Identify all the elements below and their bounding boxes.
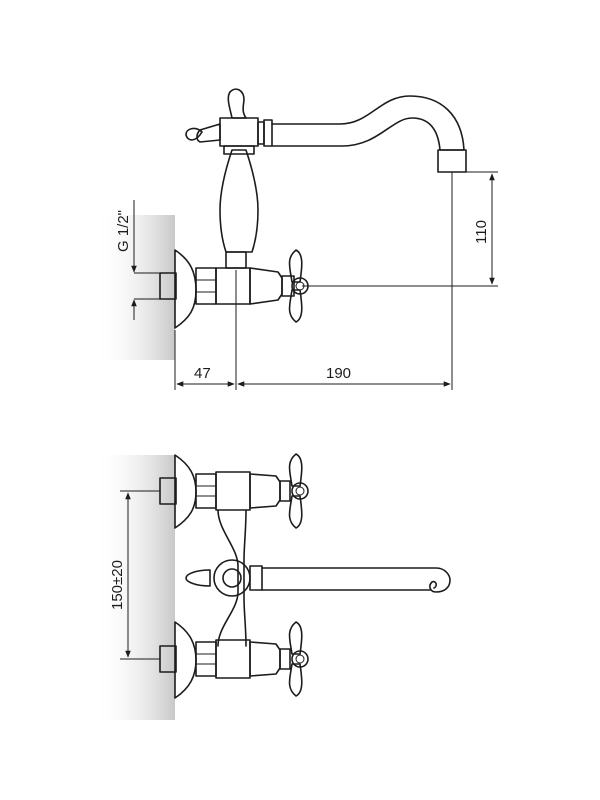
dim-centres: 150±20 [109,490,160,660]
label-centres: 150±20 [109,560,126,610]
front-view [95,453,451,720]
dim-horizontal: 47 190 [174,172,453,390]
lower-inlet [159,621,291,699]
baluster-body-side [219,149,259,253]
wall-shading-top [95,215,175,360]
central-mixer [185,559,263,597]
valve-body-side [215,267,251,305]
inlet-stub-side [159,272,177,300]
dim-spout-height: 110 [302,171,498,287]
upper-inlet [159,454,291,529]
label-spout-height: 110 [473,220,490,244]
valve-bonnet-side [249,267,283,305]
spout-side [271,95,465,151]
top-valve-body [219,117,259,147]
spout-front [261,567,451,593]
side-view [95,88,467,360]
label-thread: G 1/2" [115,210,132,252]
wall-flange-side [174,249,197,329]
dim-thread: G 1/2" [115,200,160,320]
connector-body [217,509,239,647]
upper-cross-handle [288,453,309,529]
hex-nut-side [195,267,217,305]
lower-cross-handle [288,621,309,697]
wall-shading-bottom [95,455,175,720]
label-spout-reach: 190 [326,365,351,382]
label-wall-offset: 47 [194,365,211,382]
spout-aerator [437,149,467,173]
top-lever [227,88,247,119]
